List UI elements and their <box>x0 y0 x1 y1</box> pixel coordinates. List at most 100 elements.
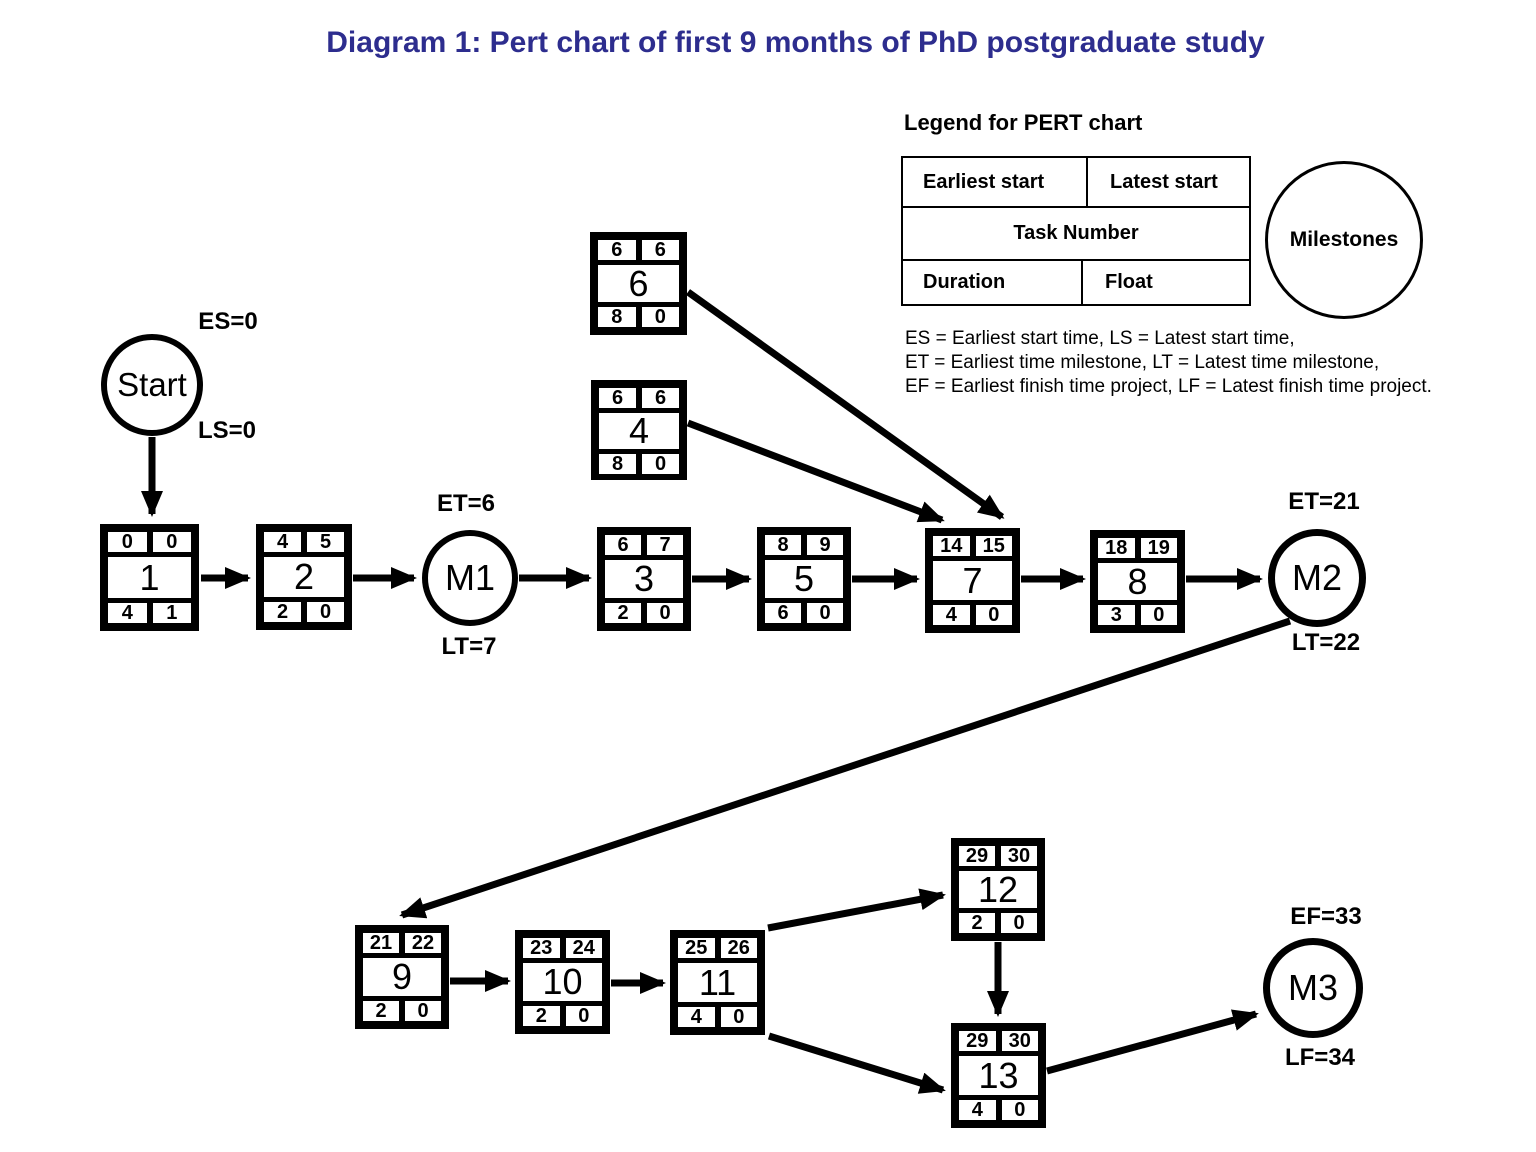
task-7-float: 0 <box>975 605 1012 625</box>
task-node-13: 29 30 13 4 0 <box>951 1023 1046 1128</box>
task-node-11: 25 26 11 4 0 <box>670 930 765 1035</box>
task-8-latest-start: 19 <box>1140 538 1177 558</box>
task-8-float: 0 <box>1140 605 1177 625</box>
page-title: Diagram 1: Pert chart of first 9 months … <box>326 26 1265 59</box>
task-4-float: 0 <box>642 454 679 474</box>
milestone-m2: M2 <box>1268 529 1366 627</box>
task-10-earliest-start: 23 <box>523 938 560 958</box>
task-13-float: 0 <box>1001 1100 1038 1120</box>
milestone-m1-label: M1 <box>444 557 495 598</box>
task-7-latest-start: 15 <box>975 536 1012 556</box>
task-5-latest-start: 9 <box>807 535 843 555</box>
task-4-duration: 8 <box>599 454 636 474</box>
task-9-earliest-start: 21 <box>363 933 399 953</box>
task-8-duration: 3 <box>1098 605 1135 625</box>
task-10-float: 0 <box>565 1006 602 1026</box>
milestone-start-label: Start <box>117 366 187 403</box>
task-node-8: 18 19 8 3 0 <box>1090 530 1185 633</box>
legend-note-line: EF = Earliest finish time project, LF = … <box>905 376 1432 397</box>
edge-m2-9 <box>399 617 1292 919</box>
milestone-start-ls-label: LS=0 <box>197 417 257 444</box>
task-5-float: 0 <box>807 603 843 623</box>
legend-note-line: ES = Earliest start time, LS = Latest st… <box>905 328 1295 349</box>
legend-cell-float: Float <box>1105 271 1153 293</box>
milestone-m3-ef-label: EF=33 <box>1290 903 1362 930</box>
milestone-start-es-label: ES=0 <box>198 308 258 335</box>
task-8-earliest-start: 18 <box>1098 538 1135 558</box>
task-node-4: 6 6 4 8 0 <box>591 380 687 480</box>
task-1-number: 1 <box>108 557 191 598</box>
milestone-m3: M3 <box>1263 938 1363 1038</box>
edge-6-7 <box>685 289 1005 520</box>
milestone-m2-et-label: ET=21 <box>1288 488 1360 515</box>
task-12-number: 12 <box>959 871 1037 908</box>
task-7-earliest-start: 14 <box>933 536 970 556</box>
legend-cell-latest-start: Latest start <box>1110 170 1218 193</box>
task-12-latest-start: 30 <box>1001 846 1037 866</box>
task-node-12: 29 30 12 2 0 <box>951 838 1045 941</box>
task-11-float: 0 <box>720 1007 757 1027</box>
task-6-duration: 8 <box>598 307 636 327</box>
legend-notes: ES = Earliest start time, LS = Latest st… <box>905 327 1432 399</box>
task-9-number: 9 <box>363 958 441 996</box>
task-9-latest-start: 22 <box>405 933 441 953</box>
task-node-5: 8 9 5 6 0 <box>757 527 851 631</box>
task-3-duration: 2 <box>605 603 641 623</box>
milestone-m2-lt-label: LT=22 <box>1291 629 1361 656</box>
task-9-duration: 2 <box>363 1001 399 1021</box>
task-7-number: 7 <box>933 561 1012 600</box>
task-6-number: 6 <box>598 265 679 302</box>
legend-cell-duration: Duration <box>903 261 1083 304</box>
legend-milestones-circle: Milestones <box>1265 161 1423 319</box>
task-1-earliest-start: 0 <box>108 532 147 552</box>
task-6-float: 0 <box>641 307 679 327</box>
task-13-latest-start: 30 <box>1001 1031 1038 1051</box>
legend-milestones-label: Milestones <box>1289 228 1399 251</box>
task-10-number: 10 <box>523 963 602 1001</box>
task-3-number: 3 <box>605 560 683 598</box>
task-7-duration: 4 <box>933 605 970 625</box>
legend-table: Earliest start Latest start Task Number … <box>901 156 1251 306</box>
task-8-number: 8 <box>1098 563 1177 600</box>
task-4-latest-start: 6 <box>642 388 679 408</box>
task-node-3: 6 7 3 2 0 <box>597 527 691 631</box>
task-3-latest-start: 7 <box>647 535 683 555</box>
task-12-earliest-start: 29 <box>959 846 995 866</box>
legend-cell-task-number: Task Number <box>903 208 1249 261</box>
task-node-6: 6 6 6 8 0 <box>590 232 687 335</box>
milestone-m3-label: M3 <box>1287 967 1338 1008</box>
task-13-number: 13 <box>959 1056 1038 1095</box>
task-2-latest-start: 5 <box>307 532 344 552</box>
task-1-latest-start: 0 <box>152 532 191 552</box>
task-13-earliest-start: 29 <box>959 1031 996 1051</box>
task-4-number: 4 <box>599 413 679 449</box>
edge-4-7 <box>686 419 945 524</box>
task-2-float: 0 <box>307 602 344 622</box>
edge-13-m3 <box>1046 1009 1259 1075</box>
milestone-m1-et-label: ET=6 <box>436 490 496 517</box>
task-node-9: 21 22 9 2 0 <box>355 925 449 1029</box>
task-9-float: 0 <box>405 1001 441 1021</box>
task-6-latest-start: 6 <box>641 240 679 260</box>
task-11-latest-start: 26 <box>720 938 757 958</box>
task-5-earliest-start: 8 <box>765 535 801 555</box>
task-2-duration: 2 <box>264 602 301 622</box>
edge-11-13 <box>767 1032 946 1094</box>
task-node-2: 4 5 2 2 0 <box>256 524 352 630</box>
task-3-earliest-start: 6 <box>605 535 641 555</box>
task-2-earliest-start: 4 <box>264 532 301 552</box>
task-5-duration: 6 <box>765 603 801 623</box>
legend-cell-earliest-start: Earliest start <box>903 158 1088 206</box>
milestone-m1-lt-label: LT=7 <box>441 633 497 660</box>
milestone-start: Start <box>101 334 203 436</box>
legend-note-line: ET = Earliest time milestone, LT = Lates… <box>905 352 1380 373</box>
milestone-m3-lf-label: LF=34 <box>1284 1044 1356 1071</box>
milestone-m1: M1 <box>422 530 518 626</box>
task-node-7: 14 15 7 4 0 <box>925 528 1020 633</box>
task-2-number: 2 <box>264 557 344 597</box>
task-10-latest-start: 24 <box>565 938 602 958</box>
legend-heading: Legend for PERT chart <box>904 110 1143 135</box>
task-1-float: 1 <box>152 603 191 623</box>
